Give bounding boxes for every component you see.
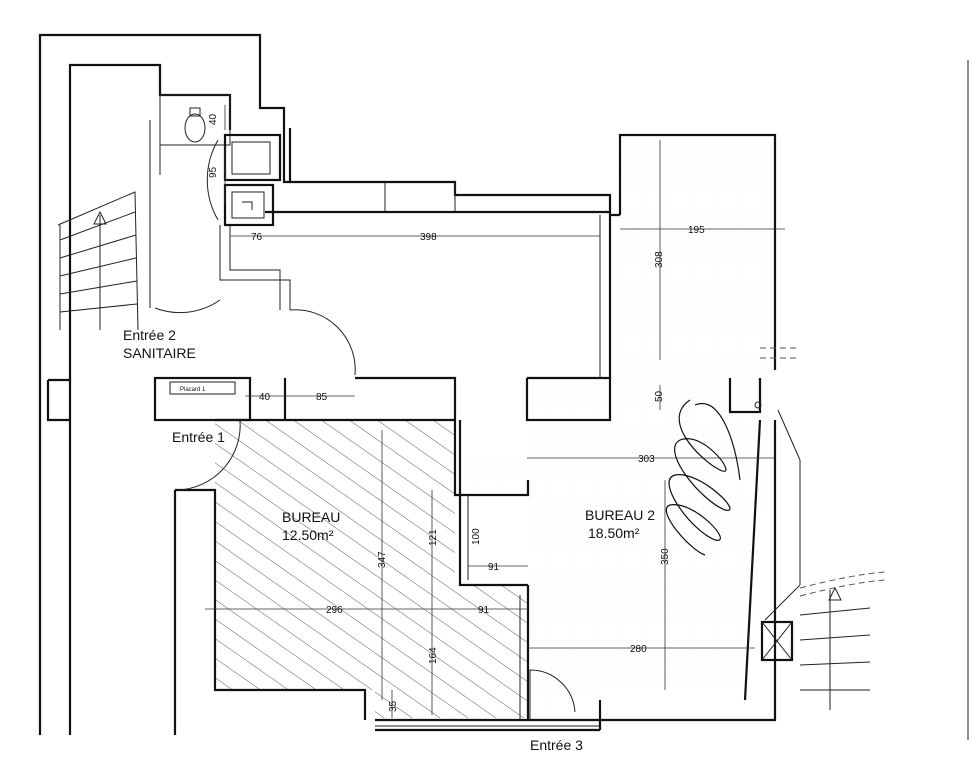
bureau2-floor [455,140,775,720]
stair-arrow-icon-right [828,586,842,601]
dim-40-top: 40 [208,113,219,125]
dim-347: 347 [377,551,388,568]
dim-100: 100 [471,528,482,545]
dim-296: 296 [326,605,343,616]
dim-280: 280 [630,644,647,655]
dim-76: 76 [251,232,263,243]
room-label-bureau2: BUREAU 2 [585,507,655,523]
bureau-hatch [215,420,528,718]
scribble-mark [665,399,731,556]
sink-icon [231,191,265,219]
staircase-right [760,347,886,710]
room-label-sanitaire: SANITAIRE [123,345,196,361]
dim-40-mid: 40 [259,392,271,403]
outer-walls [38,33,969,740]
dim-303: 303 [638,454,655,465]
staircase-left [59,210,138,330]
dim-91-a: 91 [488,562,500,573]
dim-195: 195 [688,225,705,236]
dim-85: 85 [316,392,328,403]
room-label-bureau: BUREAU [282,509,340,525]
room-area-bureau: 12.50m² [282,527,334,543]
placard [169,381,236,395]
dim-308: 308 [654,251,665,268]
sanitaire [149,94,291,310]
room-label-entree1: Entrée 1 [172,429,225,445]
room-label-entree2: Entrée 2 [123,327,176,343]
dimension-lines [205,105,785,718]
room-area-bureau2: 18.50m² [588,525,640,541]
dim-50: 50 [654,390,665,402]
dim-95: 95 [208,166,219,178]
toilet-icon [184,113,206,143]
stair-arrow-icon [93,210,107,225]
doors [154,139,576,720]
dim-398: 398 [420,232,437,243]
room-label-entree3: Entrée 3 [530,737,583,753]
placard-label: Placard 1 [180,387,206,393]
dim-35: 35 [388,700,399,712]
dim-121: 121 [428,529,439,546]
interior-walls [153,215,612,735]
dim-350: 350 [660,548,671,565]
dim-164: 164 [428,647,439,664]
dim-91-b: 91 [478,605,490,616]
